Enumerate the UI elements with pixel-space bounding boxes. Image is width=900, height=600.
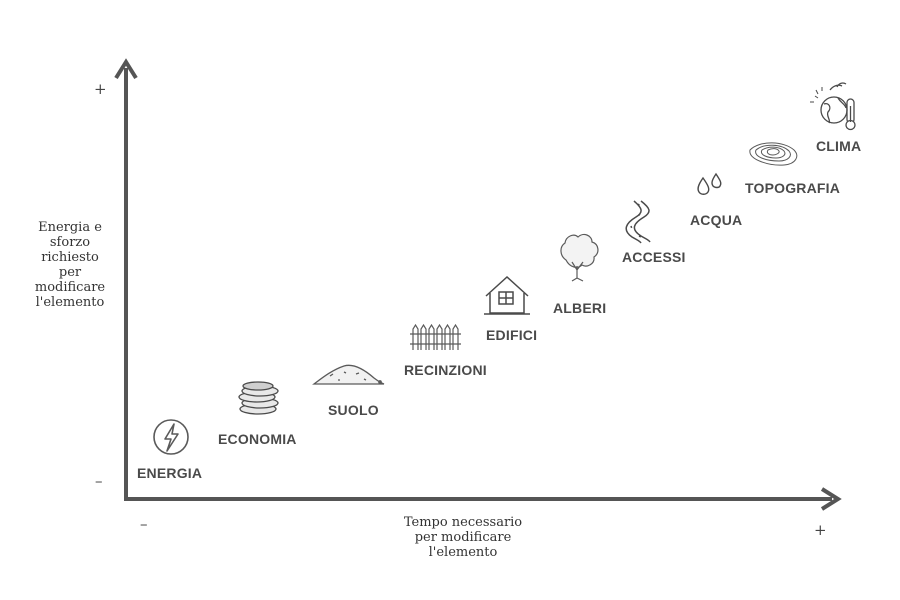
element-label-recinzioni: RECINZIONI [404, 362, 487, 378]
element-label-suolo: SUOLO [328, 402, 379, 418]
contour-map-icon [749, 142, 798, 166]
x-axis [124, 487, 842, 511]
house-icon [484, 275, 530, 315]
climate-globe-icon [810, 82, 856, 131]
element-label-accessi: ACCESSI [622, 249, 686, 265]
water-drops-icon [697, 172, 722, 195]
coins-icon [238, 381, 279, 415]
y-axis-label: Energia e sforzo richiesto per modificar… [34, 220, 106, 310]
x-axis-minus: – [140, 515, 148, 533]
element-label-topografia: TOPOGRAFIA [745, 180, 841, 196]
x-axis-label: Tempo necessario per modificare l'elemen… [403, 515, 523, 560]
y-axis-minus: – [95, 472, 103, 490]
element-label-economia: ECONOMIA [218, 431, 297, 447]
y-axis-plus: + [94, 80, 107, 98]
element-label-energia: ENERGIA [137, 465, 203, 481]
x-axis-plus: + [814, 521, 827, 539]
tree-icon [560, 233, 599, 282]
element-label-edifici: EDIFICI [486, 327, 538, 343]
road-icon [625, 200, 651, 244]
y-axis [114, 58, 138, 500]
element-label-alberi: ALBERI [553, 300, 607, 316]
soil-pile-icon [312, 364, 385, 385]
element-label-clima: CLIMA [816, 138, 862, 154]
lightning-icon [153, 419, 189, 455]
element-label-acqua: ACQUA [690, 212, 743, 228]
fence-icon [410, 323, 461, 350]
